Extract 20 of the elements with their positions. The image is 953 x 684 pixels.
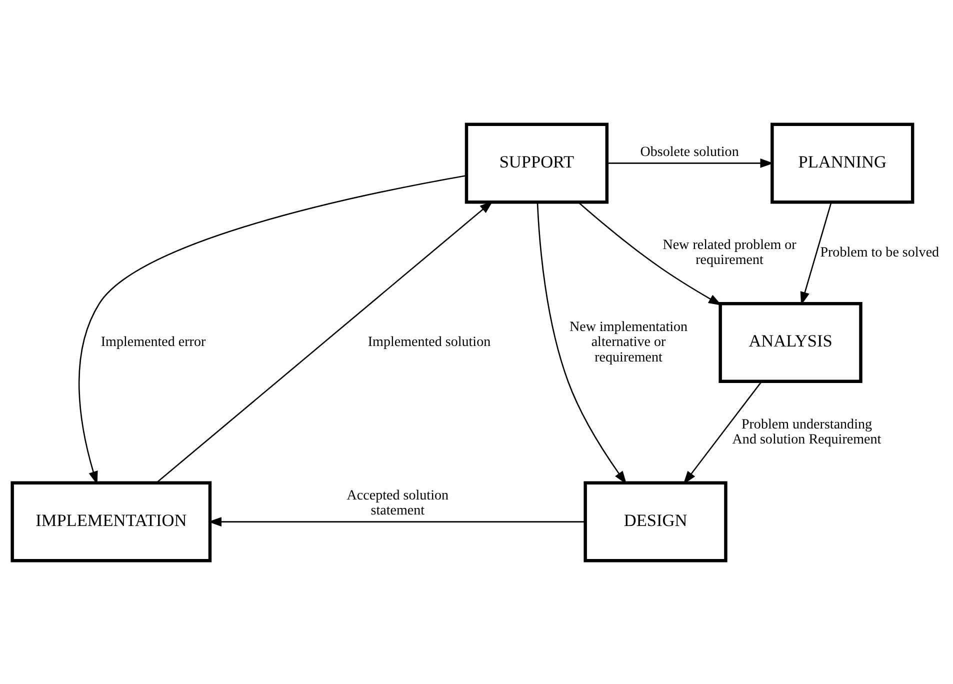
edge-label: New implementation alternative or requirement: [569, 318, 688, 365]
arrow: [208, 516, 586, 526]
edge-label: Problem understanding And solution Requirement: [732, 416, 882, 447]
arrow: [683, 380, 762, 484]
edge-label: Problem to be solved: [820, 244, 940, 260]
node-box: ANALYSIS: [718, 302, 862, 382]
edge-label: Obsolete solution: [640, 144, 739, 160]
node-box: SUPPORT: [464, 122, 609, 204]
edge-label: Accepted solution statement: [346, 487, 449, 518]
edge-label: Implemented error: [100, 334, 206, 350]
arrow: [578, 201, 722, 306]
arrow: [607, 158, 774, 168]
node-box: PLANNING: [770, 122, 914, 204]
edge-label: New related problem or requirement: [662, 236, 796, 268]
arrow: [800, 202, 832, 305]
node-box: IMPLEMENTATION: [10, 480, 212, 562]
arrow: [78, 174, 466, 484]
node-box: DESIGN: [584, 480, 728, 562]
edge-label: Implemented solution: [368, 334, 491, 350]
arrow: [536, 202, 627, 484]
